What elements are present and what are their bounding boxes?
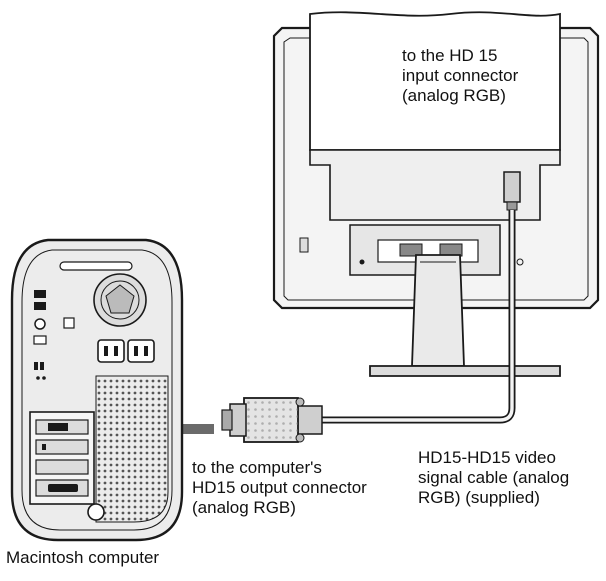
monitor-hd15-plug xyxy=(503,171,521,203)
computer-hd15-plug xyxy=(221,397,323,443)
monitor-stand xyxy=(411,254,465,367)
label-computer-connector: to the computer's HD15 output connector … xyxy=(192,458,367,517)
label-monitor-connector: to the HD 15 input connector (analog RGB… xyxy=(402,46,519,105)
power-socket-out xyxy=(127,339,155,363)
monitor-rear-cover xyxy=(309,11,561,151)
label-computer-name: Macintosh computer xyxy=(6,548,160,567)
power-socket-in xyxy=(97,339,125,363)
macintosh-computer xyxy=(10,238,184,542)
computer-video-port xyxy=(48,423,68,431)
monitor-rear xyxy=(272,11,600,377)
label-cable: HD15-HD15 video signal cable (analog RGB… xyxy=(418,448,570,507)
